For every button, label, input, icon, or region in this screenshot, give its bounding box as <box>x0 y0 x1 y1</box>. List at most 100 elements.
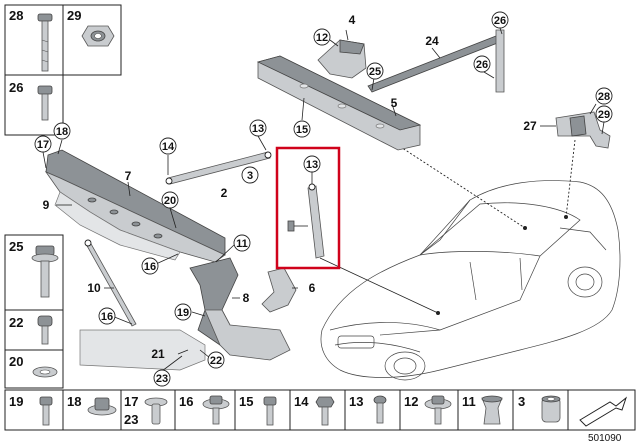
part-number: 11 <box>462 394 476 409</box>
bolt-icon <box>39 396 53 426</box>
latch-part[interactable] <box>555 111 611 149</box>
callout-27: 27 <box>523 119 537 133</box>
callout-26a: 26 <box>491 11 509 29</box>
part-number: 25 <box>9 239 23 254</box>
callout-4: 4 <box>349 13 356 27</box>
bottom-part-cell-13[interactable]: 13 <box>344 389 401 431</box>
small-bracket-part[interactable] <box>261 267 297 313</box>
callout-20: 20 <box>161 191 179 209</box>
bottom-part-cell-3[interactable]: 3 <box>512 389 569 431</box>
svg-text:28: 28 <box>598 91 610 103</box>
callout-9: 9 <box>43 198 50 212</box>
left-part-cell-20[interactable]: 20 <box>4 349 64 389</box>
callout-13a: 13 <box>249 119 267 137</box>
callout-13b: 13 <box>303 155 321 173</box>
callout-28: 28 <box>595 87 613 105</box>
bottom-part-cell-14[interactable]: 14 <box>289 389 346 431</box>
callout-6: 6 <box>309 281 316 295</box>
part-number: 3 <box>518 394 525 409</box>
callout-15: 15 <box>293 120 311 138</box>
bottom-part-cell-12[interactable]: 12 <box>399 389 459 431</box>
part-number: 20 <box>9 354 23 369</box>
callout-3: 3 <box>241 166 259 184</box>
part-number-secondary: 23 <box>124 412 138 427</box>
callout-16a: 16 <box>141 257 159 275</box>
svg-text:2: 2 <box>221 186 228 200</box>
front-rail-part[interactable] <box>256 55 422 151</box>
bottom-part-cell-11[interactable]: 11 <box>457 389 514 431</box>
bottom-part-cell-19[interactable]: 19 <box>4 389 64 431</box>
expansion-nut-icon <box>481 395 503 425</box>
bottom-part-cell-16[interactable]: 16 <box>174 389 236 431</box>
svg-text:26: 26 <box>476 59 488 71</box>
part-number: 12 <box>404 394 418 409</box>
svg-text:14: 14 <box>162 141 175 153</box>
brace-bar-part[interactable] <box>367 29 505 93</box>
part-number: 16 <box>179 394 193 409</box>
bottom-part-cell-18[interactable]: 18 <box>62 389 122 431</box>
svg-text:10: 10 <box>87 281 101 295</box>
bolt-long-icon <box>37 13 53 72</box>
flange-nut-icon <box>87 397 117 416</box>
callout-11: 11 <box>233 234 251 252</box>
svg-text:26: 26 <box>494 15 506 27</box>
callout-25: 25 <box>366 62 384 80</box>
svg-text:13: 13 <box>306 159 318 171</box>
car-outline <box>320 180 621 381</box>
svg-text:11: 11 <box>236 238 248 250</box>
flange-bolt-icon <box>202 395 230 425</box>
part-number: 15 <box>239 394 253 409</box>
svg-text:17: 17 <box>37 139 49 151</box>
bottom-part-cell-view[interactable] <box>567 389 636 431</box>
left-part-cell-25[interactable]: 25 <box>4 234 64 311</box>
bottom-part-cell-15[interactable]: 15 <box>234 389 291 431</box>
mount-bracket-part[interactable] <box>317 39 367 79</box>
svg-text:15: 15 <box>296 124 308 136</box>
bracket-part[interactable] <box>79 257 291 371</box>
flange-bolt-icon <box>424 395 452 425</box>
svg-text:23: 23 <box>156 373 168 385</box>
hex-bolt-icon <box>315 396 335 426</box>
diagram-id: 501090 <box>588 433 622 444</box>
left-part-cell-29[interactable]: 29 <box>62 4 122 76</box>
clip-icon <box>144 397 168 425</box>
part-number: 17 <box>124 394 138 409</box>
bottom-part-cell-17[interactable]: 17 23 <box>120 389 176 431</box>
svg-text:24: 24 <box>425 34 439 48</box>
left-part-cell-26[interactable]: 26 <box>4 74 64 136</box>
svg-text:8: 8 <box>243 291 250 305</box>
svg-text:13: 13 <box>252 123 264 135</box>
svg-text:25: 25 <box>369 66 381 78</box>
callout-18: 18 <box>53 122 71 140</box>
screw-icon <box>373 395 387 424</box>
highlighted-strut-group[interactable] <box>275 146 341 270</box>
leader-line <box>565 139 576 218</box>
left-part-cell-28[interactable]: 28 <box>4 4 64 76</box>
strut-part[interactable] <box>165 151 272 185</box>
leader-dot <box>523 226 527 230</box>
svg-text:21: 21 <box>151 347 165 361</box>
callout-19: 19 <box>174 303 192 321</box>
part-number: 29 <box>67 8 81 23</box>
callout-21: 21 <box>151 347 165 361</box>
svg-text:20: 20 <box>164 195 176 207</box>
washer-icon <box>32 366 58 378</box>
part-number: 22 <box>9 315 23 330</box>
callout-8: 8 <box>243 291 250 305</box>
svg-text:16: 16 <box>144 261 156 273</box>
callout-5: 5 <box>391 96 398 110</box>
svg-text:5: 5 <box>391 96 398 110</box>
part-number: 26 <box>9 80 23 95</box>
callout-7: 7 <box>125 169 132 183</box>
bolt-short-icon <box>37 85 53 121</box>
cowl-panel-part[interactable] <box>44 149 226 263</box>
svg-text:29: 29 <box>598 109 610 121</box>
svg-text:16: 16 <box>101 311 113 323</box>
callout-23: 23 <box>153 369 171 387</box>
left-part-cell-22[interactable]: 22 <box>4 309 64 351</box>
leader-line <box>257 135 267 151</box>
svg-text:9: 9 <box>43 198 50 212</box>
support-rod-part[interactable] <box>84 239 137 327</box>
